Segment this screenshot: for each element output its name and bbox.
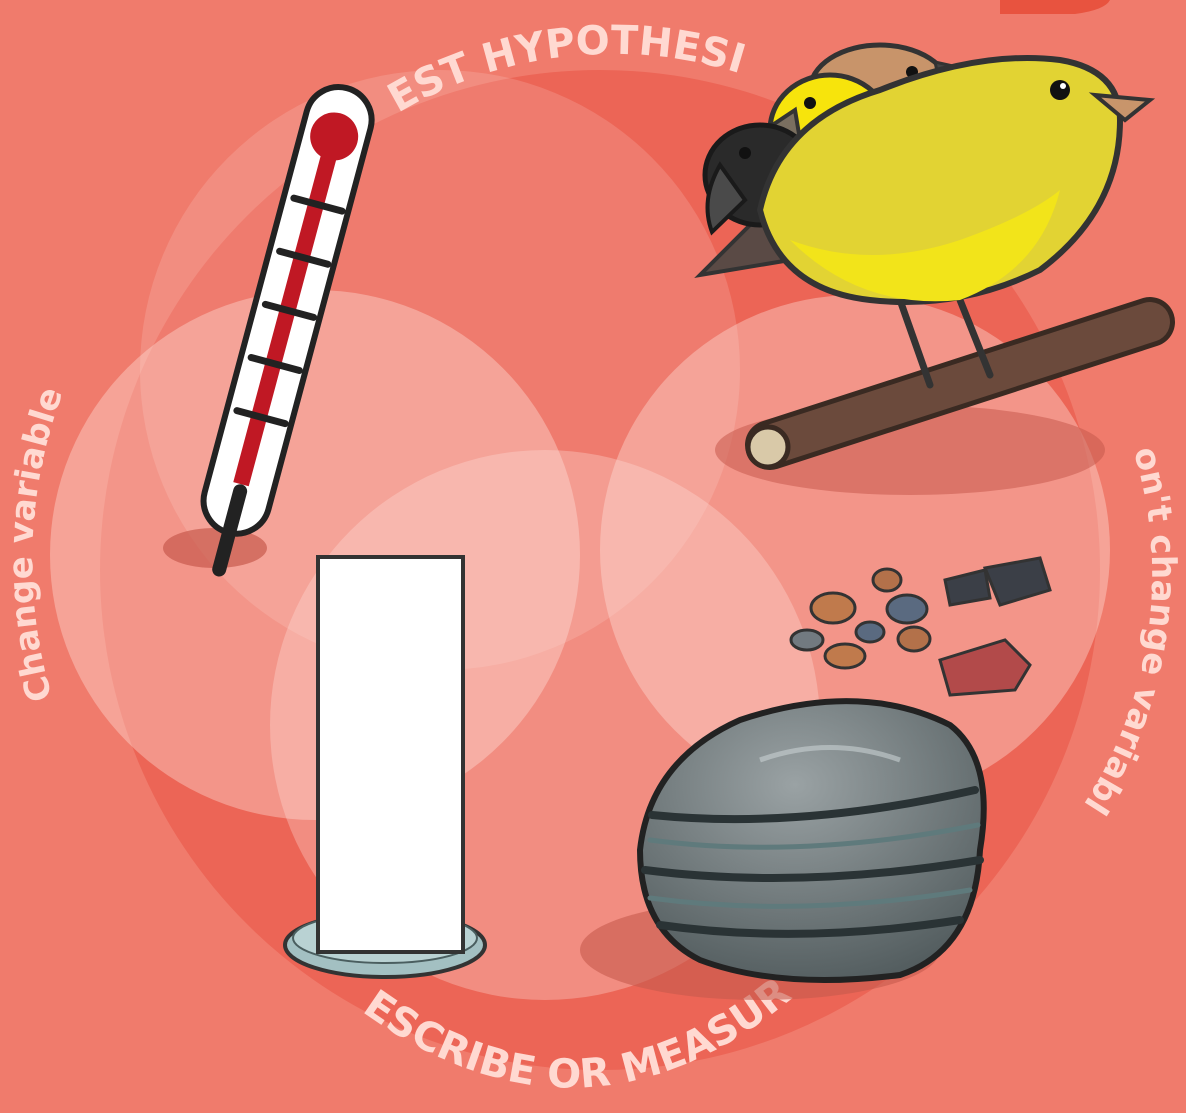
- diagram-canvas: TEST HYPOTHESIS DESCRIBE OR MEASURE Chan…: [0, 0, 1186, 1113]
